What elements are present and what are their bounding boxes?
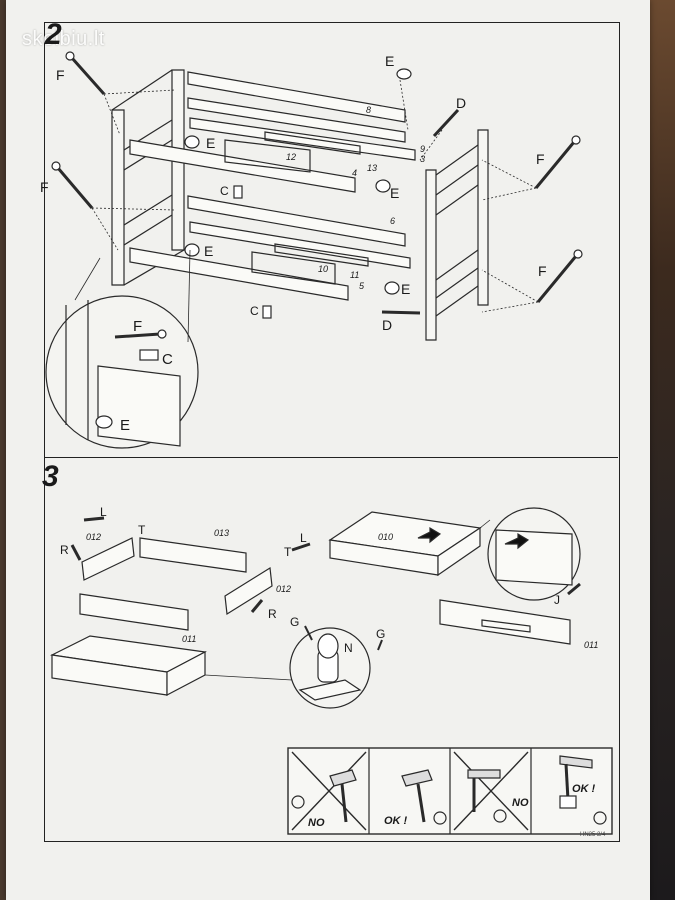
label-part-5: 5	[359, 281, 365, 291]
label-F-1: F	[56, 67, 65, 83]
page-code: HN25 2/4	[580, 832, 606, 838]
label-C-2: C	[250, 304, 259, 318]
label-L-2: L	[300, 531, 307, 545]
upper-rails	[129, 71, 416, 193]
detail-circle-step2	[45, 249, 199, 449]
fittings	[184, 68, 460, 319]
step-number-2: 2	[45, 18, 62, 51]
label-E-3: E	[204, 243, 213, 259]
tips-panel	[287, 747, 613, 835]
section-divider	[44, 457, 618, 458]
label-part-3: 3	[420, 154, 425, 164]
label-T-2: T	[284, 545, 292, 559]
label-D-bottom: D	[382, 317, 392, 333]
lower-rails	[129, 195, 411, 301]
label-part-11: 11	[350, 270, 359, 280]
label-D-top: D	[456, 95, 466, 111]
detail-label-C: C	[162, 351, 173, 368]
label-part-10: 10	[318, 264, 328, 274]
label-R-2: R	[268, 607, 277, 621]
label-012-1: 012	[86, 532, 101, 542]
label-011-1: 011	[182, 634, 196, 644]
label-010: 010	[378, 532, 393, 542]
label-part-8: 8	[366, 105, 371, 115]
label-012-2: 012	[276, 584, 291, 594]
detail-label-E: E	[120, 417, 130, 434]
label-part-9: 9	[420, 144, 425, 154]
step-number-3: 3	[42, 460, 59, 493]
label-C-1: C	[220, 184, 229, 198]
label-R-1: R	[60, 543, 69, 557]
label-part-13: 13	[367, 163, 377, 173]
label-F-4: F	[538, 263, 547, 279]
step3-parts	[50, 507, 581, 709]
label-L-1: L	[100, 505, 107, 519]
label-G-2: G	[376, 627, 385, 641]
label-N: N	[344, 641, 353, 655]
label-G-1: G	[290, 615, 299, 629]
tip-label-2: OK !	[384, 815, 408, 827]
tip-label-1: NO	[308, 817, 325, 829]
guide-lines	[91, 79, 539, 313]
label-E-top: E	[385, 53, 394, 69]
label-F-3: F	[536, 151, 545, 167]
label-E-1: E	[206, 135, 215, 151]
watermark: skelbiu.lt	[22, 28, 105, 50]
detail-label-F: F	[133, 318, 142, 335]
label-T-1: T	[138, 523, 146, 537]
label-part-12: 12	[286, 152, 296, 162]
label-E-4: E	[401, 281, 410, 297]
page-frame	[44, 22, 620, 842]
tip-label-4: OK !	[572, 783, 596, 795]
label-part-4: 4	[352, 168, 357, 178]
right-ladder-end	[425, 129, 489, 341]
label-J: J	[554, 593, 560, 607]
label-E-2: E	[390, 185, 399, 201]
label-F-2: F	[40, 179, 49, 195]
tip-label-3: NO	[512, 797, 529, 809]
label-part-6: 6	[390, 216, 395, 226]
label-013: 013	[214, 528, 229, 538]
screws-f	[51, 51, 583, 303]
label-011-2: 011	[584, 640, 598, 650]
